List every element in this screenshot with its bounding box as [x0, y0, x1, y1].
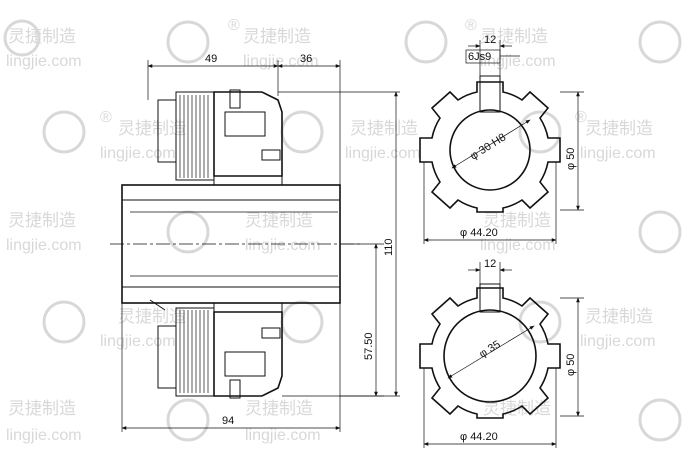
watermark-registered: ®: [575, 109, 587, 126]
watermark-logo: [404, 20, 448, 64]
watermark-logo: [42, 110, 86, 154]
watermark-url: lingjie.com: [245, 427, 321, 444]
watermark-brand: 灵捷制造: [585, 119, 653, 139]
end-view-bottom: 12 φ 35 φ 50 φ 44.20: [419, 258, 584, 448]
lower-coil: [224, 351, 266, 377]
dim-36: 36: [300, 53, 312, 65]
bottom-bore-circle: [443, 309, 537, 403]
watermark-logo: [166, 398, 210, 442]
watermark-logo: [3, 19, 41, 57]
dim-49: 49: [205, 53, 217, 65]
watermark-url: lingjie.com: [480, 53, 556, 70]
watermark-url: lingjie.com: [100, 145, 176, 162]
dim-57-50: 57.50: [363, 332, 375, 360]
watermark-brand: 灵捷制造: [8, 211, 76, 231]
watermark-logo: [518, 300, 562, 344]
watermark-logo: [166, 20, 210, 64]
dim-94: 94: [222, 415, 234, 427]
top-tolerance-box: [465, 49, 501, 64]
bottom-key-width: 12: [484, 258, 496, 270]
watermark-brand: 灵捷制造: [8, 399, 76, 419]
upper-coil: [224, 111, 266, 137]
side-section-view: [110, 89, 360, 399]
watermark-brand: 灵捷制造: [118, 119, 186, 139]
dim-110: 110: [383, 238, 395, 256]
upper-bolt: [229, 89, 241, 109]
top-keyway: [479, 75, 501, 113]
watermark-brand: 灵捷制造: [585, 307, 653, 327]
top-bore-dim: φ 30 H8: [468, 131, 508, 162]
bottom-spline-outline: [419, 287, 561, 419]
upper-screw: [261, 149, 281, 161]
upper-plates: [179, 95, 209, 178]
watermark-registered: ®: [228, 17, 240, 34]
watermark-url: lingjie.com: [580, 333, 656, 350]
watermark-brand: 灵捷制造: [243, 27, 311, 47]
top-key-width: 12: [484, 34, 496, 46]
watermark-url: lingjie.com: [100, 333, 176, 350]
top-spline-dia: φ 44.20: [460, 227, 498, 239]
lower-bolt: [229, 379, 241, 399]
top-outer-dia: φ 50: [565, 148, 577, 170]
watermark-url: lingjie.com: [245, 237, 321, 254]
watermark-url: lingjie.com: [6, 53, 82, 70]
bottom-keyway: [479, 283, 501, 313]
watermark-logo: [638, 398, 682, 442]
watermark-registered: ®: [100, 109, 112, 126]
lower-screw: [261, 327, 281, 339]
watermark-brand: 灵捷制造: [245, 211, 313, 231]
watermark-url: lingjie.com: [580, 145, 656, 162]
watermark-url: lingjie.com: [480, 237, 556, 254]
watermark-layer: 灵捷制造 lingjie.com 灵捷制造 lingjie.com ® 灵捷制造…: [3, 17, 682, 444]
bottom-bore-dim: φ 35: [477, 338, 502, 360]
watermark-brand: 灵捷制造: [245, 399, 313, 419]
lower-magnet-body: [213, 311, 283, 397]
watermark-logo: [42, 300, 86, 344]
upper-magnet-body: [213, 91, 283, 177]
bottom-spline-dia: φ 44.20: [460, 431, 498, 443]
watermark-brand: 灵捷制造: [483, 211, 551, 231]
watermark-logo: [280, 110, 324, 154]
top-tolerance: 6Js9: [468, 51, 491, 63]
watermark-registered: ®: [465, 17, 477, 34]
watermark-brand: 灵捷制造: [118, 307, 186, 327]
watermark-brand: 灵捷制造: [480, 27, 548, 47]
bottom-outer-dia: φ 50: [565, 354, 577, 376]
side-dimensions: 49 36 94 57.50 110: [121, 53, 400, 432]
watermark-url: lingjie.com: [6, 427, 82, 444]
watermark-logo: [638, 210, 682, 254]
watermark-logo: [166, 210, 210, 254]
top-spline-outline: [419, 81, 561, 213]
watermark-brand: 灵捷制造: [350, 119, 418, 139]
watermark-url: lingjie.com: [6, 237, 82, 254]
watermark-logo: [280, 300, 324, 344]
watermark-brand: 灵捷制造: [8, 27, 76, 47]
watermark-url: lingjie.com: [345, 145, 421, 162]
lower-plates: [179, 310, 209, 393]
watermark-logo: [638, 20, 682, 64]
